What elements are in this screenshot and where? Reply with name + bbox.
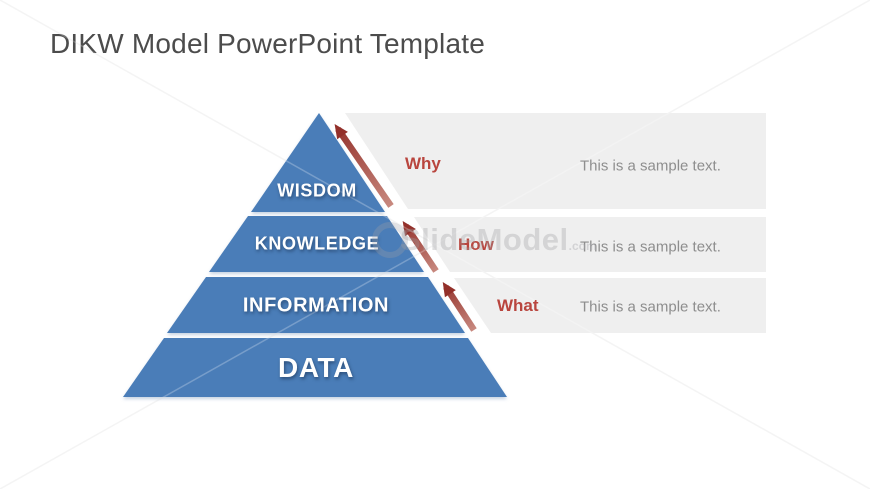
pyramid-level-information	[167, 277, 465, 333]
row-sample-text: This is a sample text.	[580, 238, 721, 256]
pyramid-level-data	[123, 338, 507, 397]
row-band-why	[345, 113, 766, 209]
pyramid	[123, 113, 507, 397]
row-label-why: Why	[405, 154, 441, 173]
pyramid-label-data: DATA	[277, 352, 355, 383]
arrow-up-icon	[442, 281, 477, 332]
ascending-arrows	[334, 124, 477, 332]
page-title: DIKW Model PowerPoint Template	[50, 28, 485, 59]
pyramid-label-information: INFORMATION	[242, 294, 390, 317]
pyramid-label-wisdom: WISDOM	[277, 180, 357, 201]
row-bands	[345, 113, 766, 333]
arrow-up-icon	[402, 221, 439, 273]
row-label-what: What	[497, 296, 539, 315]
pyramid-label-knowledge: KNOWLEDGE	[254, 233, 380, 254]
row-label-how: How	[458, 235, 494, 254]
row-sample-text: This is a sample text.	[580, 157, 721, 175]
pyramid-level-wisdom	[251, 113, 385, 212]
row-sample-text: This is a sample text.	[580, 298, 721, 316]
row-band-what	[454, 278, 766, 333]
pyramid-level-knowledge	[209, 216, 424, 272]
row-band-how	[414, 217, 766, 272]
arrow-up-icon	[334, 124, 394, 208]
